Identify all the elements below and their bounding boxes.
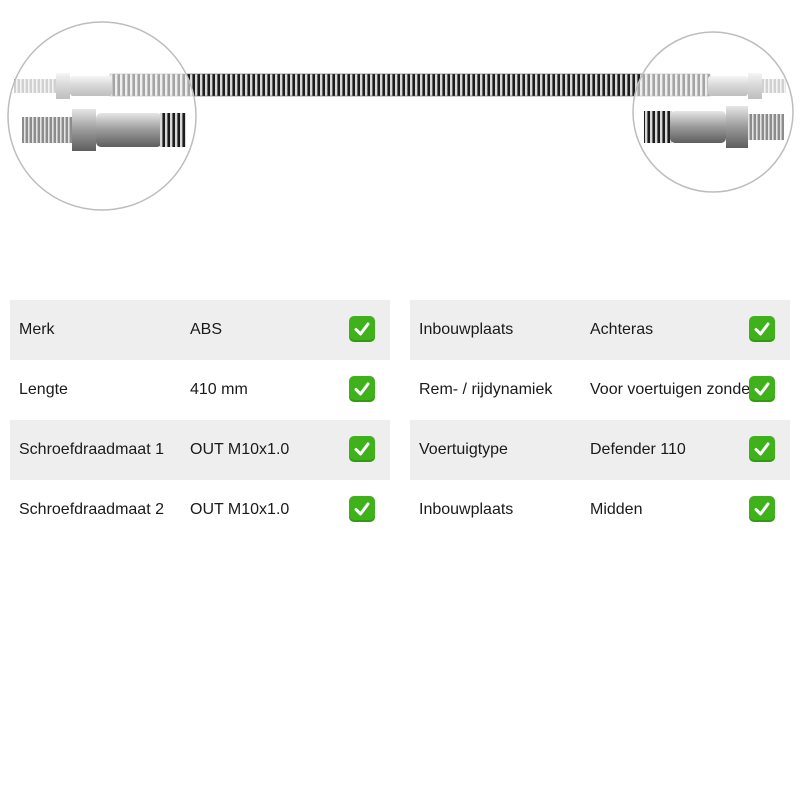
spec-value: Midden (590, 501, 643, 518)
check-mark-icon (349, 436, 375, 462)
check-mark-icon (749, 316, 775, 342)
spec-row: Lengte 410 mm (10, 360, 390, 420)
spec-label: Schroefdraadmaat 1 (19, 441, 164, 458)
spec-label: Inbouwplaats (419, 321, 514, 338)
spec-row: Inbouwplaats Achteras (410, 300, 790, 360)
check-mark-icon (349, 496, 375, 522)
spec-value: OUT M10x1.0 (190, 501, 290, 518)
spec-value: Defender 110 (590, 441, 686, 458)
spec-row: Schroefdraadmaat 2 OUT M10x1.0 (10, 480, 390, 540)
spec-row: Rem- / rijdynamiek Voor voertuigen zonde… (410, 360, 790, 420)
check-mark-icon (749, 436, 775, 462)
spec-label: Rem- / rijdynamiek (419, 381, 553, 398)
spec-value: Voor voertuigen zonder ABS (590, 381, 766, 398)
specs-section: Merk ABS Lengte 410 mm Schroefdraadmaat … (10, 300, 790, 540)
spec-value: 410 mm (190, 381, 248, 398)
spec-row: Inbouwplaats Midden (410, 480, 790, 540)
check-mark-icon (349, 376, 375, 402)
spec-label: Schroefdraadmaat 2 (19, 501, 164, 518)
specs-table-left: Merk ABS Lengte 410 mm Schroefdraadmaat … (10, 300, 390, 540)
check-mark-icon (749, 496, 775, 522)
check-mark-icon (749, 376, 775, 402)
spec-value: Achteras (590, 321, 654, 338)
spec-row: Schroefdraadmaat 1 OUT M10x1.0 (10, 420, 390, 480)
check-mark-icon (349, 316, 375, 342)
spec-label: Lengte (19, 381, 68, 398)
spec-row: Merk ABS (10, 300, 390, 360)
spec-label: Voertuigtype (419, 441, 508, 458)
spec-label: Merk (19, 321, 55, 338)
spec-value: OUT M10x1.0 (190, 441, 290, 458)
specs-table-right: Inbouwplaats Achteras Rem- / rijdynamiek… (410, 300, 790, 540)
spec-value: ABS (190, 321, 223, 338)
brake-hose-image (7, 21, 794, 211)
spec-label: Inbouwplaats (419, 501, 514, 518)
spec-row: Voertuigtype Defender 110 (410, 420, 790, 480)
